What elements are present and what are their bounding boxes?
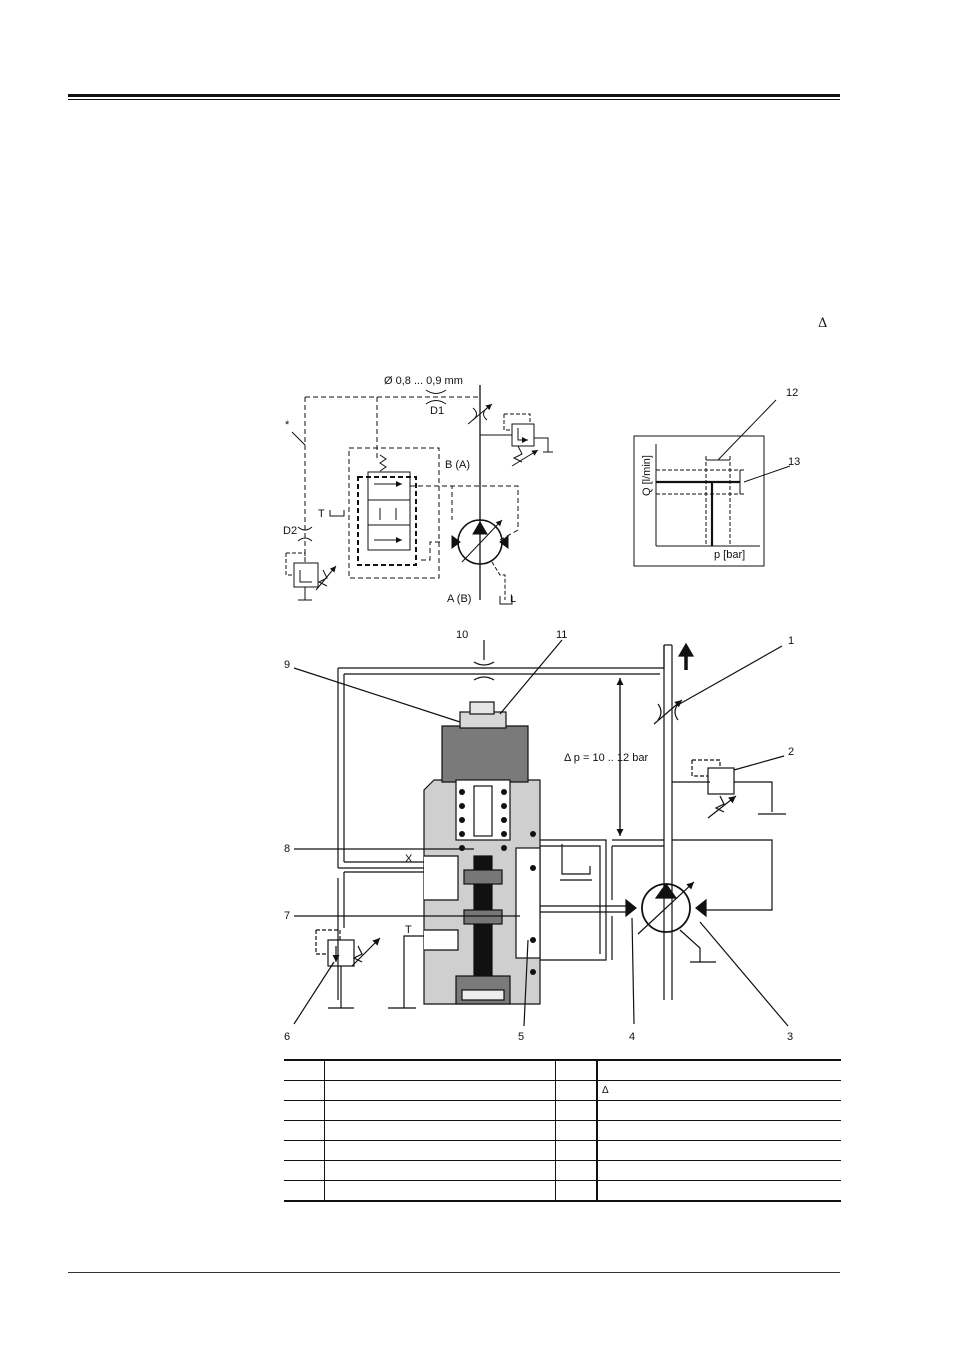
header-rule-thin xyxy=(68,99,840,100)
legend-cell xyxy=(555,1080,598,1101)
legend-cell xyxy=(555,1059,598,1081)
legend-cell xyxy=(597,1100,841,1121)
legend-cell xyxy=(284,1160,325,1181)
callout-10: 10 xyxy=(456,629,468,641)
callout-9: 9 xyxy=(284,659,290,671)
legend-row: Δ xyxy=(284,1080,841,1101)
legend-cell xyxy=(284,1100,325,1121)
callout-13: 13 xyxy=(788,456,800,468)
legend-cell xyxy=(597,1140,841,1161)
graph-xlabel: p [bar] xyxy=(714,549,745,561)
legend-cell xyxy=(284,1140,325,1161)
d1-label: D1 xyxy=(430,405,444,417)
legend-row xyxy=(284,1100,841,1121)
header-rule xyxy=(68,94,840,97)
legend-cell xyxy=(324,1080,556,1101)
callout-5: 5 xyxy=(518,1031,524,1043)
legend-cell xyxy=(284,1059,325,1081)
legend-cell xyxy=(324,1120,556,1141)
characteristic-graph xyxy=(633,399,791,567)
legend-row xyxy=(284,1180,841,1202)
legend-cell xyxy=(597,1180,841,1202)
circuit-schematic xyxy=(285,385,553,605)
legend-row xyxy=(284,1120,841,1141)
legend-row xyxy=(284,1140,841,1161)
orifice-label: Ø 0,8 ... 0,9 mm xyxy=(384,375,463,387)
port-x-label: X xyxy=(405,853,413,865)
callout-6: 6 xyxy=(284,1031,290,1043)
legend-cell xyxy=(284,1120,325,1141)
callout-11: 11 xyxy=(556,629,567,641)
legend-row xyxy=(284,1160,841,1181)
port-l-label: L xyxy=(510,593,516,605)
asterisk-label: * xyxy=(285,419,290,431)
legend-cell xyxy=(555,1180,598,1202)
callout-12: 12 xyxy=(786,387,798,399)
callout-4: 4 xyxy=(629,1031,635,1043)
legend-cell xyxy=(597,1160,841,1181)
delta-p-label: Δ p = 10 .. 12 bar xyxy=(564,752,648,764)
legend-cell xyxy=(324,1180,556,1202)
legend-cell xyxy=(324,1059,556,1081)
callout-3: 3 xyxy=(787,1031,793,1043)
legend-cell xyxy=(597,1059,841,1081)
port-b-label: B (A) xyxy=(445,459,470,471)
legend-cell xyxy=(555,1100,598,1121)
port-t-label: T xyxy=(318,508,325,520)
port-a-label: A (B) xyxy=(447,593,471,605)
graph-ylabel: Q [l/min] xyxy=(641,455,653,496)
legend-cell xyxy=(284,1180,325,1202)
legend-cell xyxy=(555,1120,598,1141)
hydraulic-figure: Ø 0,8 ... 0,9 mm D1 D2 * T B (A) A (B) L… xyxy=(283,375,800,1043)
callout-2: 2 xyxy=(788,746,794,758)
legend-cell xyxy=(284,1080,325,1101)
legend-cell xyxy=(597,1120,841,1141)
legend-cell xyxy=(324,1140,556,1161)
callout-7: 7 xyxy=(284,910,290,922)
legend-cell xyxy=(324,1100,556,1121)
callout-1: 1 xyxy=(788,635,794,647)
valve-section-drawing xyxy=(293,639,789,1027)
d2-label: D2 xyxy=(283,525,297,537)
footer-rule xyxy=(68,1272,840,1273)
port-t-section-label: T xyxy=(405,924,412,936)
legend-cell xyxy=(555,1160,598,1181)
legend-row xyxy=(284,1059,841,1081)
legend-cell xyxy=(324,1160,556,1181)
delta-symbol: Δ xyxy=(818,316,828,331)
legend-table: Δ xyxy=(284,1059,841,1202)
legend-cell xyxy=(555,1140,598,1161)
callout-8: 8 xyxy=(284,843,290,855)
legend-cell: Δ xyxy=(597,1080,841,1101)
